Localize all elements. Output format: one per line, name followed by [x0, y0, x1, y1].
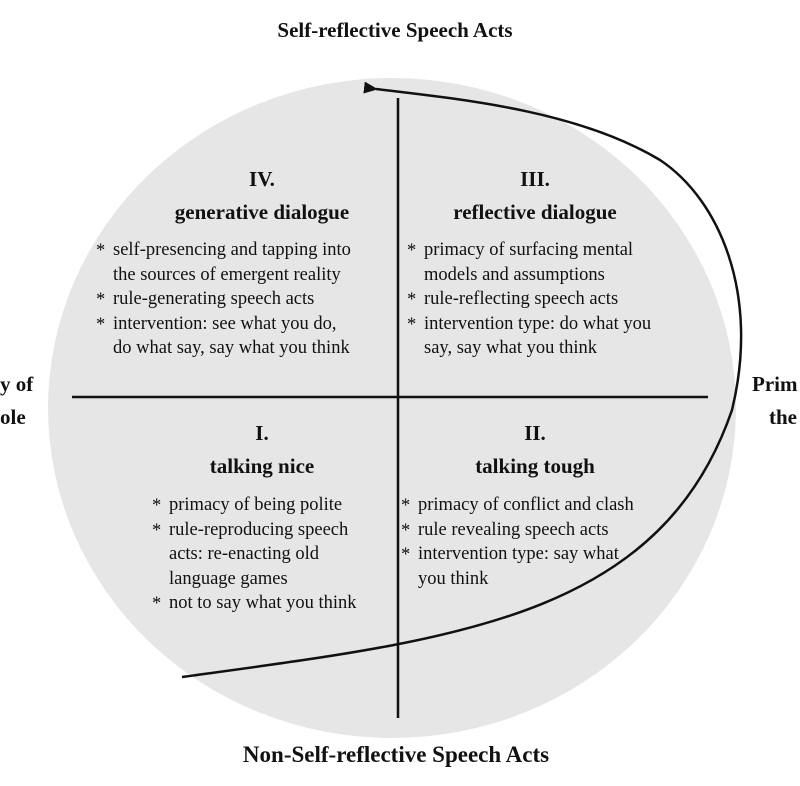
- list-item: primacy of conflict and clash: [401, 493, 634, 518]
- quadrant-i-bullets: primacy of being polite rule-reproducing…: [152, 493, 357, 616]
- quadrant-ii-title: talking tough: [475, 454, 595, 478]
- left-axis-label-line1: y of: [0, 372, 34, 396]
- list-item: primacy of being polite: [152, 493, 357, 518]
- quadrant-iii-title: reflective dialogue: [453, 200, 617, 224]
- quadrant-iv-number: IV.: [249, 167, 275, 191]
- right-axis-label-line1: Prim: [752, 372, 798, 396]
- quadrant-ii-bullets: primacy of conflict and clash rule revea…: [401, 493, 634, 591]
- list-item: not to say what you think: [152, 591, 357, 616]
- quadrant-iv-title: generative dialogue: [174, 200, 350, 224]
- top-axis-label: Self-reflective Speech Acts: [277, 18, 513, 42]
- quadrant-i-number: I.: [255, 421, 269, 445]
- left-axis-label-line2: ole: [0, 405, 26, 429]
- quadrant-iii-number: III.: [520, 167, 550, 191]
- list-item: intervention: see what you do,do what sa…: [96, 312, 351, 361]
- right-axis-label-line2: the: [769, 405, 797, 429]
- journey-arrow: [181, 81, 743, 679]
- list-item: rule-reflecting speech acts: [407, 287, 651, 312]
- list-item: rule revealing speech acts: [401, 518, 634, 542]
- bottom-axis-label: Non-Self-reflective Speech Acts: [242, 742, 550, 767]
- quadrant-ii-number: II.: [524, 421, 546, 445]
- quadrant-i-title: talking nice: [209, 454, 315, 478]
- list-item: rule-generating speech acts: [96, 287, 351, 312]
